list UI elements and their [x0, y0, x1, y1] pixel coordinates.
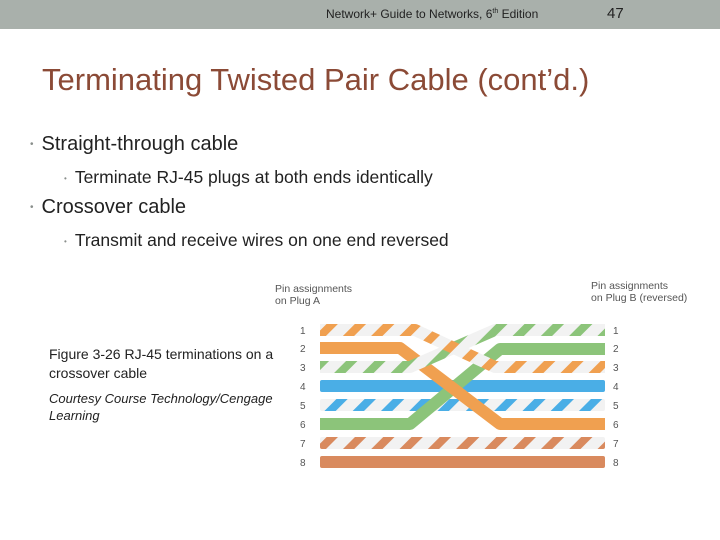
bullet-2-sub: •Transmit and receive wires on one end r…: [64, 230, 449, 250]
wire-2-to-6-orange: [320, 342, 605, 430]
header-title: Network+ Guide to Networks, 6th Edition: [326, 7, 539, 21]
wire-1-to-3-orange-stripe: [320, 324, 605, 373]
pin-right-2: 2: [613, 344, 619, 355]
bullet-1: •Straight-through cable: [30, 133, 239, 155]
header-bar: [0, 0, 720, 29]
figure-credit: Courtesy Course Technology/Cengage Learn…: [49, 391, 273, 423]
pin-right-1: 1: [613, 326, 619, 337]
pin-right-7: 7: [613, 439, 619, 450]
pin-right-8: 8: [613, 458, 619, 469]
slide-title: Terminating Twisted Pair Cable (cont’d.): [42, 62, 590, 97]
pin-left-3: 3: [300, 363, 306, 374]
pin-left-7: 7: [300, 439, 306, 450]
pin-right-6: 6: [613, 420, 619, 431]
pin-right-3: 3: [613, 363, 619, 374]
pin-left-4: 4: [300, 382, 306, 393]
wire-7-brown-stripe: [320, 437, 605, 449]
pin-left-1: 1: [300, 326, 306, 337]
pin-left-2: 2: [300, 344, 306, 355]
wire-5-blue-stripe: [320, 399, 605, 411]
pin-right-5: 5: [613, 401, 619, 412]
pin-left-6: 6: [300, 420, 306, 431]
wire-8-brown: [320, 456, 605, 468]
page-number: 47: [607, 5, 624, 22]
figure-caption: Figure 3-26 RJ-45 terminations on a cros…: [49, 346, 274, 381]
pin-left-5: 5: [300, 401, 306, 412]
bullet-1-sub: •Terminate RJ-45 plugs at both ends iden…: [64, 167, 433, 187]
pin-left-8: 8: [300, 458, 306, 469]
pin-right-4: 4: [613, 382, 619, 393]
label-plug-b: Pin assignments on Plug B (reversed): [591, 280, 688, 304]
bullet-2: •Crossover cable: [30, 196, 187, 218]
label-plug-a: Pin assignments on Plug A: [275, 283, 353, 307]
